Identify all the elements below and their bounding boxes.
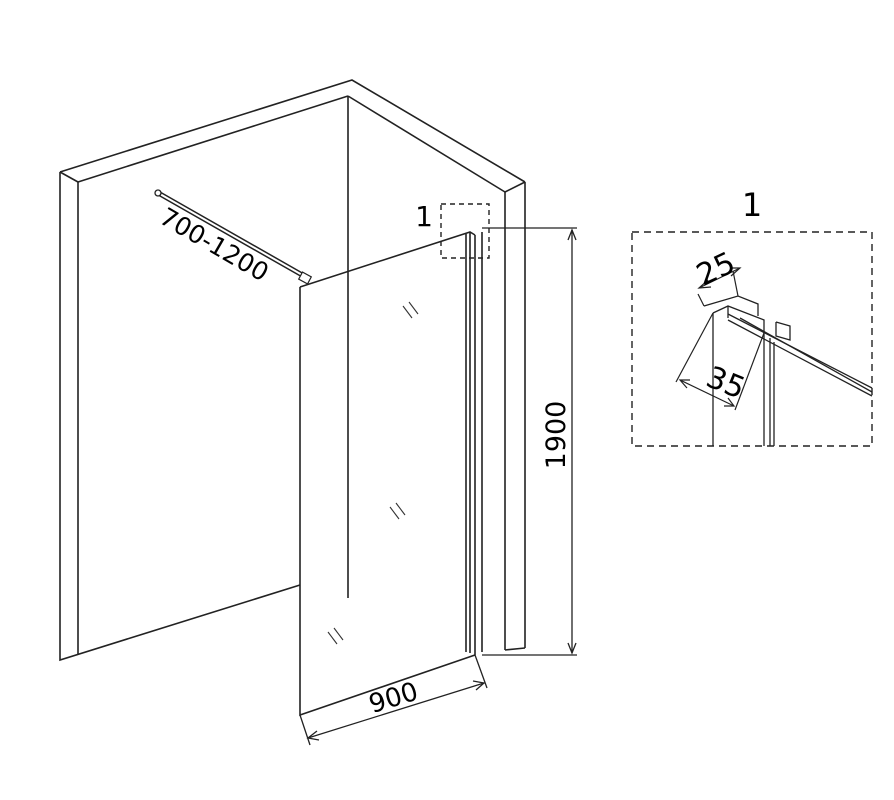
- bar-length-label: 700-1200: [155, 202, 274, 287]
- height-dimension: [482, 227, 577, 656]
- detail-marker-label: 1: [415, 200, 433, 233]
- wall: [59, 79, 526, 662]
- detail-dim-35: [675, 312, 765, 411]
- width-dimension: [299, 654, 488, 746]
- detail-frame: [631, 231, 873, 447]
- glass-reflection-marks: [327, 301, 419, 645]
- detail-dim-25-label: 25: [691, 245, 740, 293]
- detail-dim-35-label: 35: [701, 360, 750, 407]
- glass-panel: [299, 231, 483, 717]
- detail-title: 1: [742, 186, 762, 224]
- width-label: 900: [366, 677, 422, 720]
- height-label: 1900: [541, 401, 572, 470]
- stabilizer-bar: [154, 189, 313, 285]
- detail-marker-box: [440, 203, 490, 259]
- detail-dim-25: [697, 267, 742, 307]
- detail-view: [703, 295, 873, 446]
